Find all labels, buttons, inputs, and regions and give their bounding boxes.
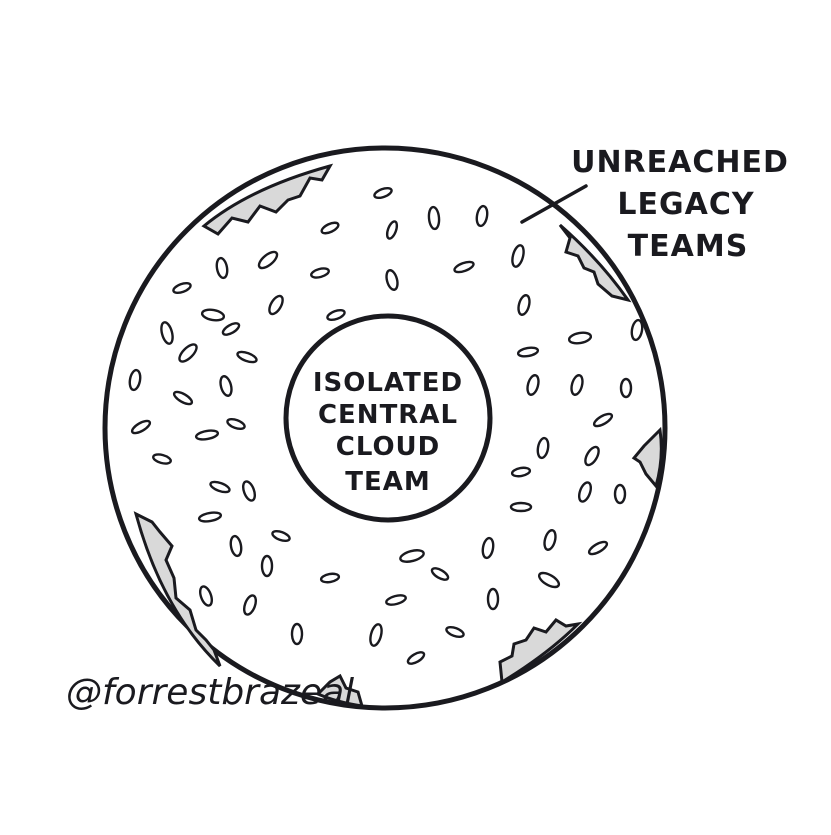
sprinkle xyxy=(320,221,340,235)
bite-top-right xyxy=(558,223,632,303)
sprinkle xyxy=(257,250,279,270)
sprinkle xyxy=(219,375,233,397)
sprinkle xyxy=(172,281,192,295)
sprinkle xyxy=(310,267,330,279)
sprinkle xyxy=(536,436,550,460)
sprinkle xyxy=(200,308,226,322)
callout-label-line-2: LEGACY xyxy=(617,187,754,222)
sprinkle xyxy=(326,308,346,322)
sprinkle xyxy=(577,481,593,503)
sprinkle xyxy=(592,412,614,428)
sprinkle xyxy=(385,594,407,606)
bite-right xyxy=(631,426,663,490)
sprinkle xyxy=(630,318,644,342)
sprinkle xyxy=(481,536,495,560)
sprinkle xyxy=(373,186,393,200)
sprinkle xyxy=(526,374,540,396)
sprinkle xyxy=(319,572,341,584)
center-label-line-2: CENTRAL xyxy=(318,400,458,430)
bite-bottom-left xyxy=(133,511,222,668)
center-label-line-3: CLOUD xyxy=(336,432,441,462)
sprinkle xyxy=(194,429,220,441)
sprinkle xyxy=(178,343,198,363)
sprinkle xyxy=(242,594,258,616)
sprinkle xyxy=(516,346,540,358)
sprinkle xyxy=(221,322,241,336)
sprinkle xyxy=(160,321,174,345)
sprinkle xyxy=(385,220,399,240)
sprinkle xyxy=(399,549,425,563)
callout-pointer-line xyxy=(520,184,588,224)
sprinkle xyxy=(584,445,600,467)
callout-label-line-3: TEAMS xyxy=(628,229,749,264)
sprinkle xyxy=(613,483,627,505)
sprinkle xyxy=(587,540,609,556)
sprinkle xyxy=(260,554,274,578)
bite-top-left xyxy=(201,163,334,236)
sprinkle xyxy=(128,368,142,392)
sprinkle xyxy=(229,534,243,558)
center-label-line-4: TEAM xyxy=(345,467,431,497)
sprinkle xyxy=(537,571,561,589)
sprinkle xyxy=(172,390,194,406)
sprinkle xyxy=(215,256,229,280)
sprinkle xyxy=(517,294,531,316)
sprinkles xyxy=(128,186,644,665)
sprinkle xyxy=(567,331,593,345)
sprinkle xyxy=(369,623,383,647)
sprinkle xyxy=(385,269,399,291)
sprinkle xyxy=(486,587,500,611)
sprinkle xyxy=(445,625,465,639)
sprinkle xyxy=(197,511,223,523)
artist-signature: @forrestbrazeal xyxy=(66,672,354,713)
sprinkle xyxy=(430,567,450,581)
center-label-line-1: ISOLATED xyxy=(313,368,463,398)
sprinkle xyxy=(236,350,258,364)
sprinkle xyxy=(241,480,257,502)
sprinkle xyxy=(209,480,231,494)
sprinkle xyxy=(152,453,172,465)
sprinkle xyxy=(290,622,304,646)
sprinkle xyxy=(509,501,533,513)
sprinkle xyxy=(475,204,489,228)
donut-hole xyxy=(283,313,493,523)
sprinkle xyxy=(427,205,441,231)
sprinkle xyxy=(570,374,584,396)
sprinkle xyxy=(130,419,152,435)
sprinkle xyxy=(453,260,475,274)
sprinkle xyxy=(226,417,246,431)
sprinkle xyxy=(198,585,214,607)
sprinkle xyxy=(510,466,532,478)
sprinkle xyxy=(511,244,525,268)
sprinkle xyxy=(543,529,557,551)
bite-bottom-center xyxy=(315,673,365,708)
sprinkle xyxy=(268,294,284,316)
sprinkle xyxy=(619,377,633,399)
callout-label-line-1: UNREACHED xyxy=(571,145,789,180)
bite-bottom-right xyxy=(498,618,583,685)
sprinkle xyxy=(271,529,291,543)
sprinkle xyxy=(406,651,426,665)
